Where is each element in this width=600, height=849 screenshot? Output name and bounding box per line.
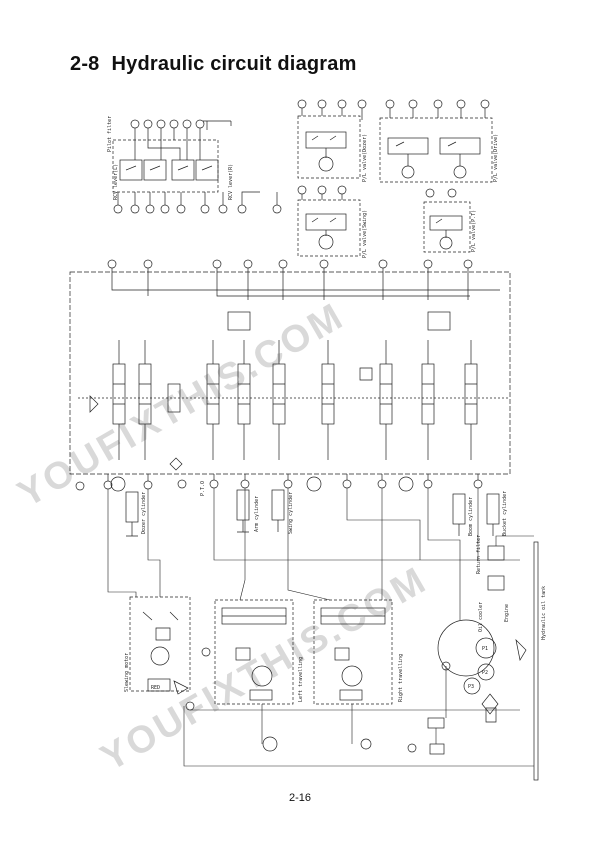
label-pto: P.T.O	[200, 481, 206, 496]
label-pilot-filter: Pilot filter	[107, 116, 113, 152]
watermark-text-2: YOUFIXTHIS.COM	[94, 559, 435, 780]
label-oil-cooler: Oil cooler	[478, 602, 484, 632]
label-right-travel: Right travelling	[398, 654, 404, 702]
pipelines	[107, 488, 534, 767]
label-engine: Engine	[504, 604, 510, 622]
label-pump-p2: P2	[482, 670, 488, 676]
pl-valve-dozer-swing	[297, 99, 367, 257]
pump-engine-tank	[262, 541, 539, 781]
label-rcv-left: RCV lever(L)	[113, 164, 119, 200]
page-heading: 2-8 Hydraulic circuit diagram	[70, 53, 357, 76]
label-bucket-cylinder: Bucket cylinder	[502, 491, 508, 536]
label-dozer-cylinder: Dozer cylinder	[141, 492, 147, 534]
label-red: RED	[151, 685, 160, 691]
label-rcv-right: RCV lever(R)	[228, 164, 234, 200]
watermark-layer: YOUFIXTHIS.COM YOUFIXTHIS.COM	[11, 295, 435, 780]
label-boom-cylinder: Boom cylinder	[468, 497, 474, 536]
watermark-text: YOUFIXTHIS.COM	[11, 295, 352, 516]
label-arm-cylinder: Arm cylinder	[254, 496, 260, 532]
label-pump-p1: P1	[482, 646, 488, 652]
main-control-valve	[69, 259, 511, 491]
label-pump-p3: P3	[468, 684, 474, 690]
label-pv-dozer: P/L valve(Dozer)	[362, 134, 368, 182]
label-pv-pto: P/L valve(P.T)	[471, 210, 477, 252]
component-labels: Pilot filter RCV lever(L) RCV lever(R) P…	[107, 116, 547, 702]
rcv-lever-block	[112, 119, 282, 214]
label-pv-swing: P/L valve(Swing)	[362, 210, 368, 258]
travel-motors	[214, 599, 393, 705]
label-left-travel: Left travelling	[298, 657, 304, 702]
label-swing-cylinder: Swing cylinder	[288, 492, 294, 534]
label-hydraulic-oil-tank: Hydraulic oil tank	[541, 586, 547, 640]
section-number: 2-8	[70, 53, 100, 75]
section-title: Hydraulic circuit diagram	[111, 53, 357, 75]
label-return-filter: Return filter	[476, 535, 482, 574]
label-pv-drive: P/L valve(Drive)	[493, 134, 499, 182]
page-number: 2-16	[288, 792, 312, 804]
cylinders	[110, 476, 500, 537]
label-slewing-motor: Slewing motor	[124, 653, 130, 692]
pl-valve-drive	[379, 99, 493, 253]
